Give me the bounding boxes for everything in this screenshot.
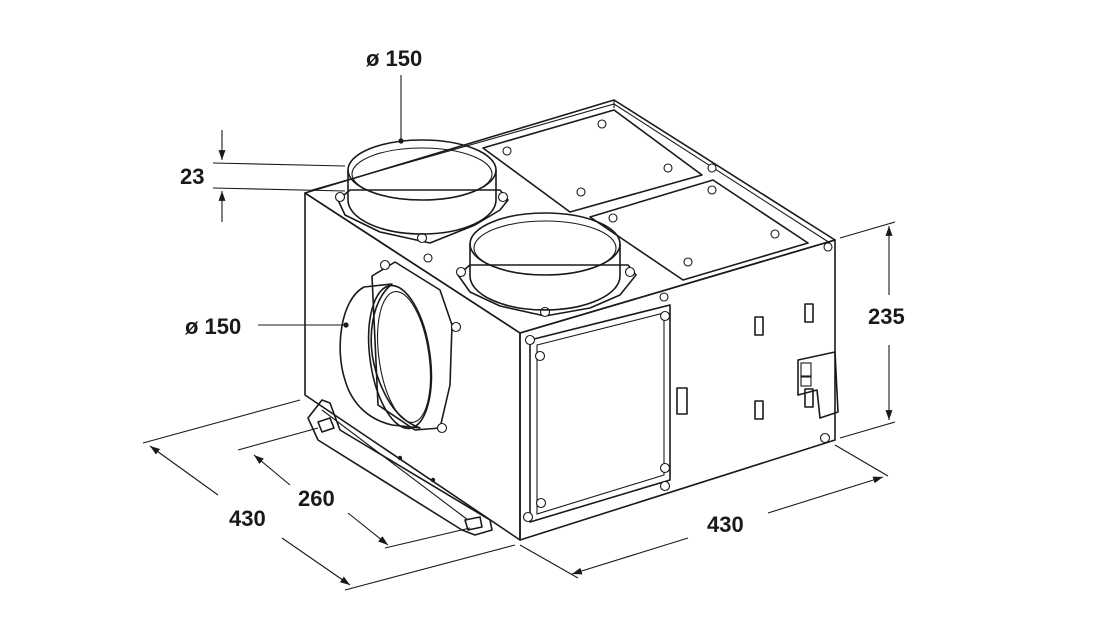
front-service-panel: [522, 304, 671, 523]
side-duct-diameter-label: ø 150: [185, 314, 241, 339]
mounting-bracket: [307, 399, 493, 536]
top-face: [304, 99, 836, 334]
top-duct-diameter-label: ø 150: [366, 46, 422, 71]
depth-label: 430: [229, 506, 266, 531]
housing-box: [304, 99, 836, 541]
top-duct-collar-rear: [334, 139, 509, 244]
side-duct-collar: [339, 259, 462, 434]
bracket-spacing-label: 260: [298, 486, 335, 511]
width-label: 430: [707, 512, 744, 537]
top-access-panel-rear: [482, 109, 703, 213]
terminal-bracket: [797, 351, 839, 419]
collar-height-label: 23: [180, 164, 204, 189]
height-label: 235: [868, 304, 905, 329]
front-face-slots: [676, 303, 831, 444]
left-face: [304, 192, 521, 541]
top-access-panel-front: [589, 179, 809, 281]
dimension-lines: [142, 75, 896, 591]
top-face-screws: [423, 163, 833, 302]
front-face: [519, 239, 836, 541]
top-duct-collar-front: [455, 212, 637, 318]
